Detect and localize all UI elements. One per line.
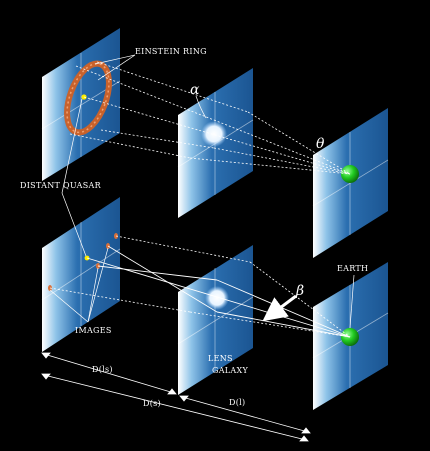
lens-label: LENS — [208, 354, 233, 363]
source-plane-bottom — [41, 197, 121, 352]
top-rays — [69, 61, 351, 175]
bottom-dotted-rays — [49, 235, 351, 338]
distant-quasar-label: DISTANT QUASAR — [20, 181, 102, 190]
d-ls-label: D(ls) — [92, 365, 113, 374]
theta-symbol: θ — [316, 136, 325, 152]
lens-galaxy-bottom — [205, 286, 229, 310]
quasar-pointer-lines — [61, 98, 87, 257]
beta-symbol: β — [295, 283, 304, 299]
distance-markers — [41, 352, 311, 442]
lens-galaxy-top — [201, 121, 227, 147]
earth-label: EARTH — [337, 264, 368, 273]
ring-pointer-lines — [94, 54, 136, 81]
beta-arrow — [262, 294, 297, 322]
alpha-symbol: α — [190, 82, 200, 98]
galaxy-label: GALAXY — [212, 366, 248, 375]
earth-pointer — [349, 274, 355, 329]
bottom-rays — [86, 245, 351, 338]
lens-plane-bottom — [177, 245, 254, 395]
alpha-pointer — [195, 95, 207, 119]
d-s-label: D(s) — [143, 399, 161, 408]
images-pointer-lines — [49, 247, 109, 323]
d-l-label: D(l) — [229, 398, 245, 407]
images-label: IMAGES — [75, 326, 112, 335]
observer-plane-top — [312, 108, 389, 258]
einstein-ring-label: EINSTEIN RING — [135, 47, 207, 56]
